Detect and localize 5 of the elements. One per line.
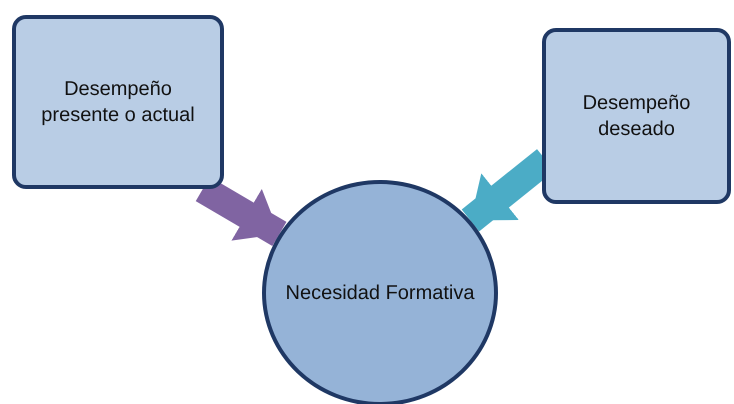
rounded-box — [542, 28, 731, 204]
node-label: Desempeño presente o actual — [40, 77, 196, 128]
rounded-box — [12, 15, 224, 189]
node-label: Necesidad Formativa — [284, 281, 476, 306]
node-label: Desempeño deseado — [582, 91, 692, 142]
